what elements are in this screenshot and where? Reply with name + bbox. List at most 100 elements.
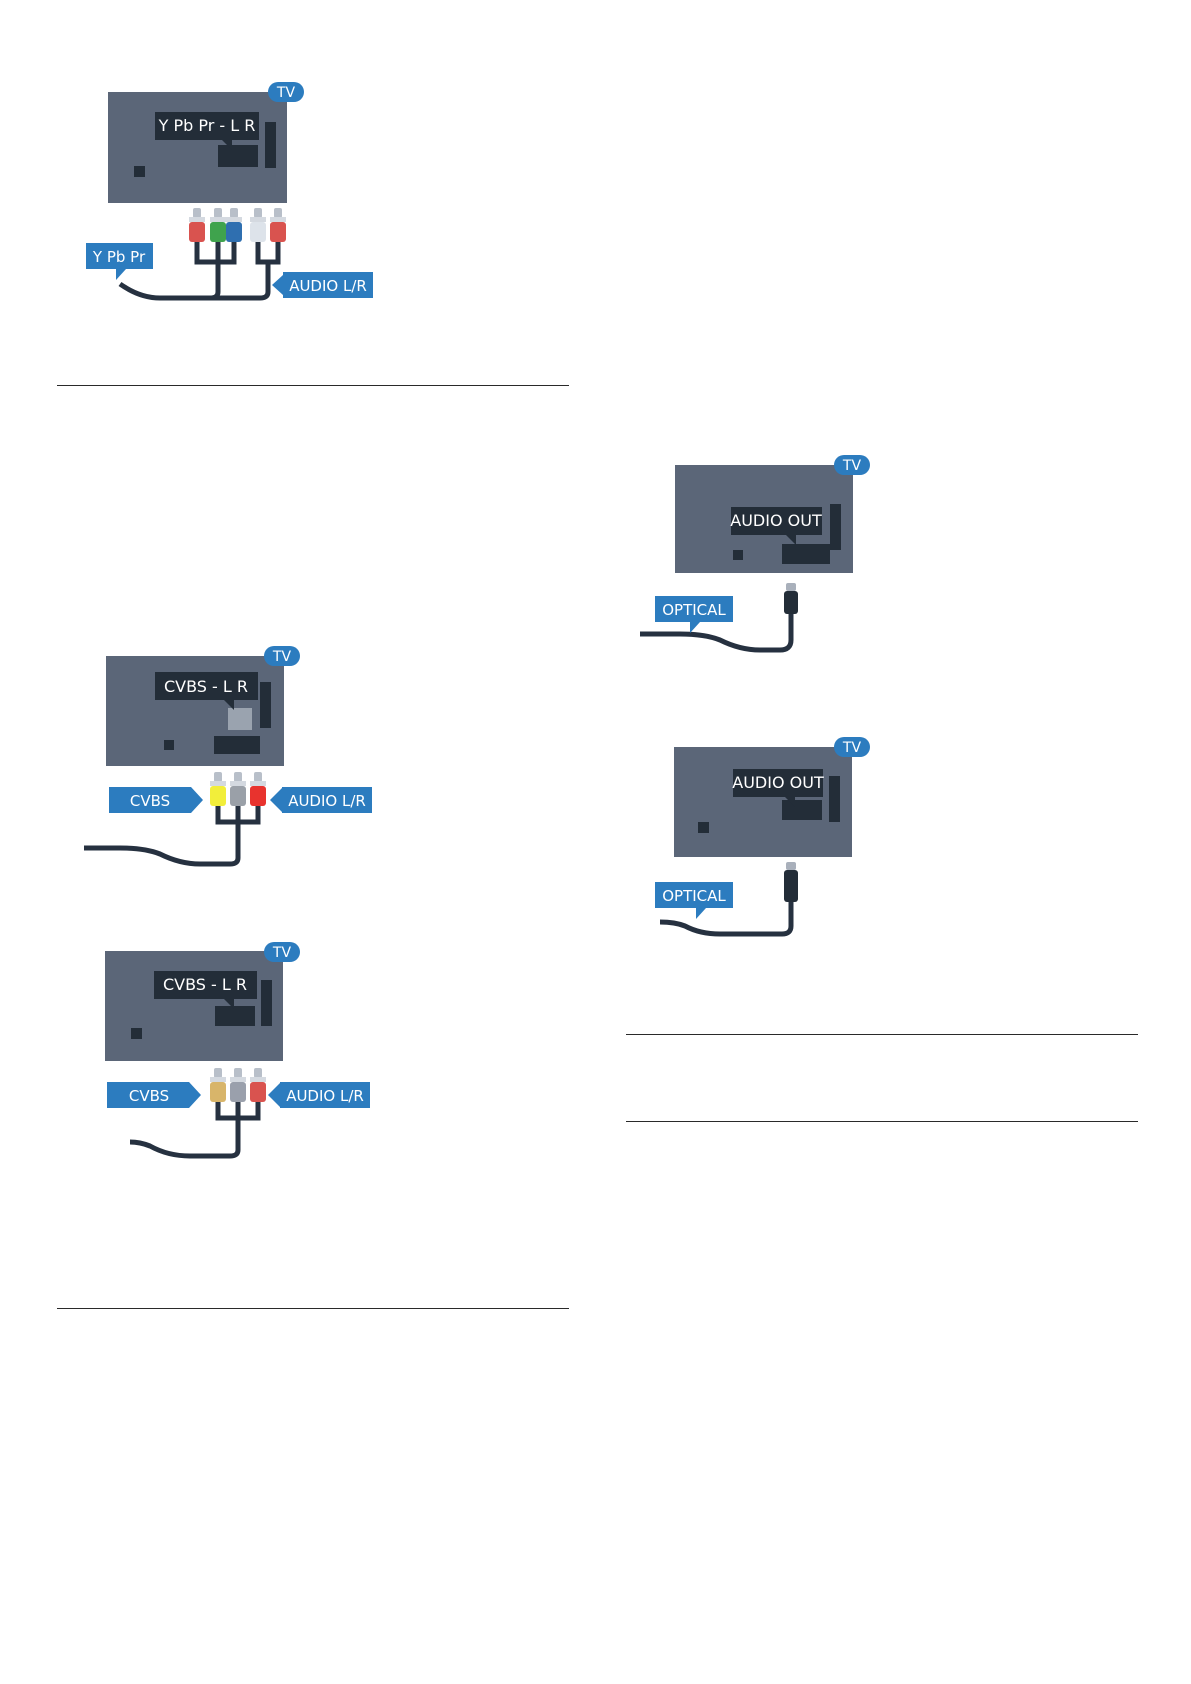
plug-tip — [234, 1068, 242, 1078]
rca-plug — [230, 1082, 246, 1102]
audio-label: AUDIO L/R — [286, 1087, 364, 1105]
plug-group — [189, 208, 286, 242]
tv-badge — [268, 82, 304, 102]
tv-badge-label: TV — [272, 945, 292, 961]
rca-plug — [210, 222, 226, 242]
section-divider — [57, 1308, 569, 1309]
plug-tip — [230, 208, 238, 218]
tv-side-port — [261, 980, 272, 1026]
port-label: CVBS - L R — [164, 677, 248, 696]
port-label: CVBS - L R — [163, 975, 247, 994]
tv-bottom-port — [214, 736, 260, 754]
optical-port — [782, 800, 822, 820]
optical-connection-figure-1: AUDIO OUT TV OPTICAL — [640, 455, 870, 653]
section-divider — [626, 1121, 1138, 1122]
plug-tip — [254, 772, 262, 782]
plug-ring — [270, 217, 286, 222]
port-label: AUDIO OUT — [732, 773, 824, 792]
tv-badge — [264, 646, 300, 666]
tv-panel — [108, 92, 287, 203]
rca-plug — [250, 1082, 266, 1102]
port-label-box — [731, 507, 822, 535]
optical-cable — [640, 612, 794, 653]
plug-tip — [214, 208, 222, 218]
cable-label: CVBS — [129, 1087, 169, 1105]
port-label-box — [733, 769, 823, 797]
port-label: AUDIO OUT — [730, 511, 822, 530]
plug-tip — [274, 208, 282, 218]
rca-plug — [226, 222, 242, 242]
tv-panel — [105, 951, 283, 1061]
optical-plug — [784, 870, 798, 902]
cvbs-port — [215, 1006, 255, 1026]
rca-plug — [210, 786, 226, 806]
plug-ring — [210, 217, 226, 222]
tv-badge — [834, 455, 870, 475]
tv-side-port — [830, 504, 841, 550]
cable-label-box — [109, 787, 191, 813]
plug-ring — [189, 217, 205, 222]
section-divider — [57, 385, 569, 386]
tv-side-port — [260, 682, 271, 728]
cable-label-box — [655, 882, 733, 908]
cable-label-box — [107, 1082, 189, 1108]
plug-ring — [230, 1077, 246, 1082]
rca-plug — [270, 222, 286, 242]
tv-side-port — [829, 776, 840, 822]
rca-plug — [230, 786, 246, 806]
rca-plug — [210, 1082, 226, 1102]
cable-label-box — [86, 243, 153, 269]
cvbs-connection-figure-2: CVBS - L R TV CVBS AUDIO L/R — [105, 942, 370, 1159]
tv-badge-label: TV — [842, 458, 862, 474]
optical-cable — [659, 900, 794, 937]
cable-label-box — [655, 596, 733, 622]
plug-ring — [250, 1077, 266, 1082]
audio-label-box — [283, 272, 373, 298]
optical-port — [782, 544, 830, 564]
tv-badge-label: TV — [842, 740, 862, 756]
tv-small-port — [134, 166, 145, 177]
cvbs-port — [228, 708, 252, 730]
tv-badge-label: TV — [272, 649, 292, 665]
plug-tip — [254, 208, 262, 218]
ypbpr-port — [218, 145, 258, 167]
port-label-box — [155, 672, 258, 700]
plug-tip — [214, 772, 222, 782]
plug-ring — [250, 217, 266, 222]
plug-group — [210, 1068, 266, 1102]
plug-ring — [230, 781, 246, 786]
tv-small-port — [164, 740, 174, 750]
cvbs-cable — [129, 1100, 261, 1159]
plug-tip — [214, 1068, 222, 1078]
tv-badge — [834, 737, 870, 757]
optical-plug-tip — [786, 583, 796, 591]
plug-tip — [254, 1068, 262, 1078]
cable-label: OPTICAL — [662, 887, 726, 905]
audio-label-box — [280, 1082, 370, 1108]
rca-plug — [250, 786, 266, 806]
tv-small-port — [131, 1028, 142, 1039]
audio-label-box — [282, 787, 372, 813]
cvbs-cable — [84, 804, 261, 867]
cable-label: OPTICAL — [662, 601, 726, 619]
rca-plug — [250, 222, 266, 242]
port-label: Y Pb Pr - L R — [158, 116, 256, 135]
port-label-box — [154, 971, 257, 999]
tv-badge-label: TV — [276, 85, 296, 101]
plug-tip — [234, 772, 242, 782]
tv-small-port — [698, 822, 709, 833]
audio-cable — [210, 240, 281, 301]
plug-tip — [193, 208, 201, 218]
audio-label: AUDIO L/R — [289, 277, 367, 295]
tv-side-port — [265, 122, 276, 168]
plug-group — [210, 772, 266, 806]
audio-label: AUDIO L/R — [288, 792, 366, 810]
cable-label: CVBS — [130, 792, 170, 810]
optical-plug-tip — [786, 862, 796, 870]
plug-ring — [210, 781, 226, 786]
plug-ring — [226, 217, 242, 222]
rca-plug — [189, 222, 205, 242]
tv-panel — [674, 747, 852, 857]
plug-ring — [250, 781, 266, 786]
